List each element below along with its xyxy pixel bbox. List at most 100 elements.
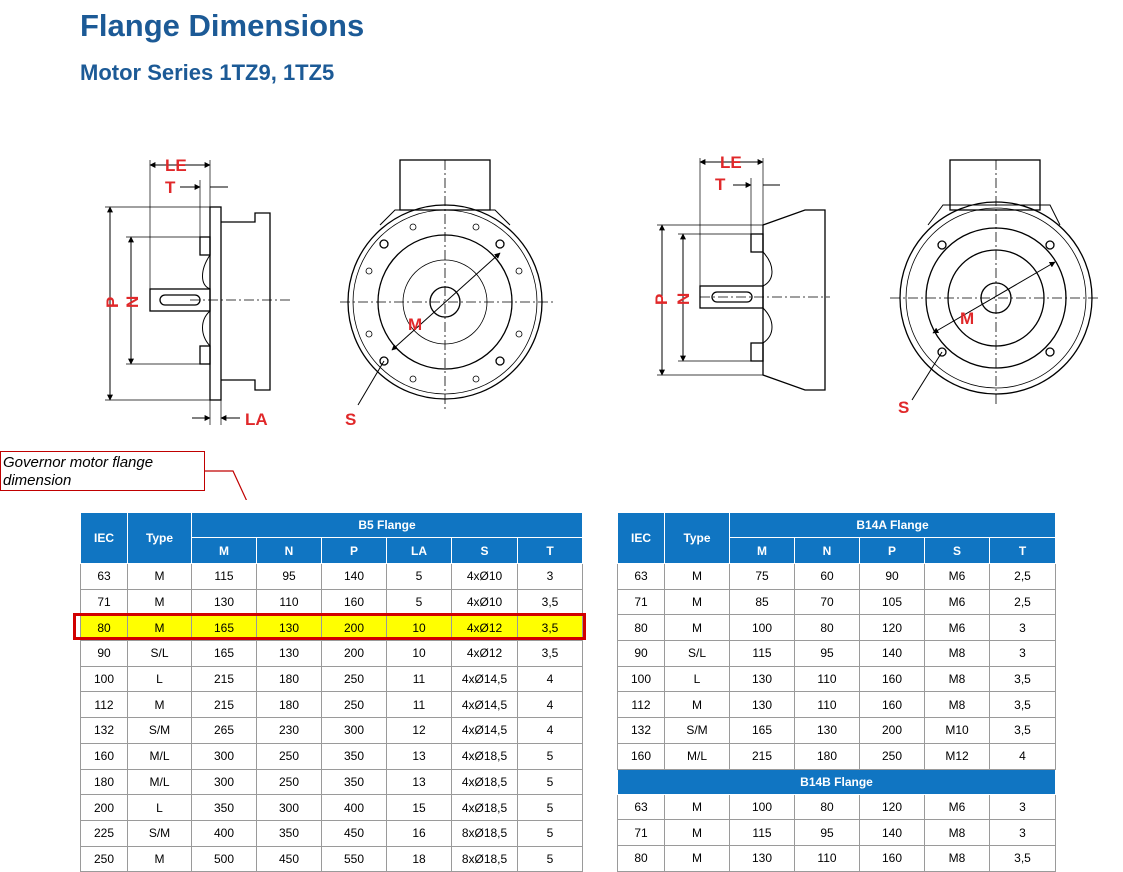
table-cell: 13 [386,768,452,796]
b14a-header-group: B14A Flange [728,512,1057,538]
table-cell: 3,5 [988,844,1057,872]
governor-row-highlight [73,613,586,640]
table-cell: M6 [924,563,990,590]
table-cell: 112 [617,691,665,719]
b14-header-p: P [859,537,925,564]
table-cell: 2,5 [988,563,1057,590]
table-cell: 110 [794,691,860,719]
table-cell: 160 [321,588,387,616]
table-cell: M8 [924,665,990,693]
b5-header-t: T [516,537,584,564]
table-cell: 130 [794,717,860,744]
table-cell: 3 [988,793,1057,821]
table-cell: 250 [859,742,925,770]
table-cell: 63 [617,793,665,821]
table-cell: 90 [617,640,665,667]
table-cell: L [127,794,192,821]
table-cell: M6 [924,793,990,821]
table-cell: 63 [617,563,665,590]
table-cell: 250 [256,742,322,770]
table-cell: M/L [127,742,192,770]
table-cell: 3,5 [988,691,1057,719]
flange-drawings: LE T P N LA M S LE T P N M S [103,153,1100,500]
label-s-b14: S [898,398,909,417]
table-cell: 100 [80,665,128,693]
table-cell: 3,5 [988,717,1057,744]
label-n: N [123,296,142,308]
table-cell: 200 [321,640,387,667]
table-cell: 300 [321,717,387,744]
table-cell: 160 [859,665,925,693]
label-t: T [165,178,176,197]
table-cell: 130 [729,844,795,872]
table-cell: 70 [794,588,860,616]
table-cell: 300 [256,794,322,821]
table-cell: 250 [256,768,322,796]
table-cell: 3 [988,819,1057,846]
table-cell: 140 [859,819,925,846]
table-cell: 5 [516,768,584,796]
table-cell: 4xØ18,5 [451,794,518,821]
table-cell: 130 [256,640,322,667]
table-cell: 450 [321,819,387,847]
table-cell: 16 [386,819,452,847]
table-cell: M12 [924,742,990,770]
table-cell: 165 [729,717,795,744]
table-cell: 140 [859,640,925,667]
table-cell: 3,5 [516,588,584,616]
table-cell: 3,5 [516,640,584,667]
table-cell: 110 [794,665,860,693]
table-cell: 80 [794,793,860,821]
table-cell: 225 [80,819,128,847]
table-cell: 140 [321,563,387,590]
table-cell: 4xØ12 [451,640,518,667]
page-subtitle: Motor Series 1TZ9, 1TZ5 [80,60,335,85]
table-cell: 90 [80,640,128,667]
table-cell: 130 [191,588,257,616]
table-cell: 200 [321,614,387,642]
b5-header-p: P [321,537,387,564]
table-cell: 215 [191,691,257,719]
table-cell: 95 [794,640,860,667]
table-cell: 3,5 [516,614,584,642]
table-cell: M8 [924,640,990,667]
b5-front-view [340,159,555,410]
table-cell: 90 [859,563,925,590]
table-cell: S/M [127,717,192,744]
table-cell: 80 [617,844,665,872]
governor-callout: Governor motor flange dimension [0,451,205,491]
table-cell: M [127,691,192,719]
table-cell: 250 [321,691,387,719]
label-s: S [345,410,356,429]
table-cell: 60 [794,563,860,590]
b14-header-t: T [988,537,1057,564]
label-m-b14: M [960,309,974,328]
table-cell: 63 [80,563,128,590]
page-title: Flange Dimensions [80,8,365,43]
b14-header-n: N [794,537,860,564]
table-cell: M [127,563,192,590]
b5-header-group: B5 Flange [190,512,584,538]
table-cell: M6 [924,588,990,616]
table-cell: 2,5 [988,588,1057,616]
table-cell: M/L [664,742,730,770]
label-n-b14: N [674,293,693,305]
label-le: LE [165,156,187,175]
table-cell: 15 [386,794,452,821]
table-cell: 5 [516,742,584,770]
table-cell: 165 [191,640,257,667]
table-cell: 11 [386,691,452,719]
b14-front-view [890,159,1100,405]
table-cell: 4xØ14,5 [451,717,518,744]
table-cell: 3 [516,563,584,590]
